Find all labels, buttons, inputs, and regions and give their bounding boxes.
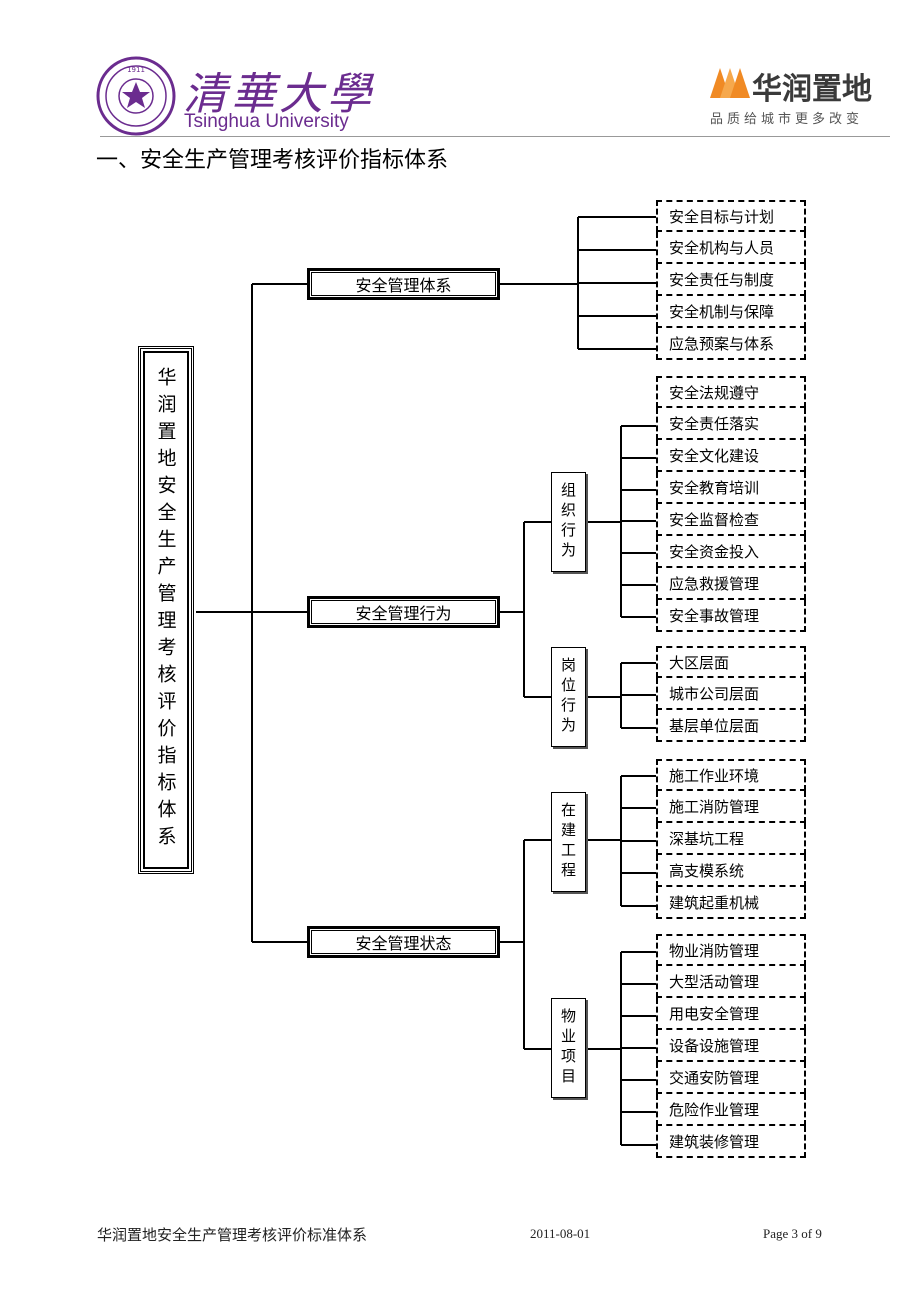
leaf-item: 危险作业管理 (656, 1094, 806, 1126)
node-post-behavior-label: 岗位行为 (559, 657, 577, 737)
leaf-item: 建筑起重机械 (656, 887, 806, 919)
company-slogan: 品质给城市更多改变 (710, 112, 864, 127)
node-system: 安全管理体系 (307, 268, 500, 300)
leaf-item: 安全责任落实 (656, 408, 806, 440)
node-behavior: 安全管理行为 (307, 596, 500, 628)
leaf-item: 施工作业环境 (656, 759, 806, 791)
node-org-behavior: 组织行为 (551, 472, 586, 572)
leaf-item: 安全教育培训 (656, 472, 806, 504)
leaf-item: 交通安防管理 (656, 1062, 806, 1094)
leaf-item: 施工消防管理 (656, 791, 806, 823)
leaf-item: 安全机制与保障 (656, 296, 806, 328)
leaf-item: 深基坑工程 (656, 823, 806, 855)
leaf-item: 大型活动管理 (656, 966, 806, 998)
header-divider (100, 136, 890, 137)
footer-title: 华润置地安全生产管理考核评价标准体系 (97, 1226, 368, 1244)
company-name: 华润置地 (752, 72, 872, 107)
leaf-item: 安全资金投入 (656, 536, 806, 568)
university-name-cn: 清華大學 (183, 69, 375, 120)
node-property: 物业项目 (551, 998, 586, 1098)
leaf-item: 建筑装修管理 (656, 1126, 806, 1158)
leaf-item: 安全机构与人员 (656, 232, 806, 264)
node-property-label: 物业项目 (559, 1008, 577, 1088)
leaf-item: 城市公司层面 (656, 678, 806, 710)
leaf-item: 物业消防管理 (656, 934, 806, 966)
leaf-item: 大区层面 (656, 646, 806, 678)
footer-date: 2011-08-01 (530, 1226, 591, 1241)
node-post-behavior: 岗位行为 (551, 647, 586, 747)
tsinghua-seal-logo: 1911 (96, 56, 176, 136)
section-title: 一、安全生产管理考核评价指标体系 (96, 148, 449, 173)
leaf-item: 安全法规遵守 (656, 376, 806, 408)
node-construction-label: 在建工程 (559, 802, 577, 882)
root-node: 华润置地安全生产管理考核评价指标体系 (138, 346, 194, 874)
leaf-item: 用电安全管理 (656, 998, 806, 1030)
footer-page-number: Page 3 of 9 (763, 1226, 822, 1241)
leaf-item: 基层单位层面 (656, 710, 806, 742)
leaf-item: 安全责任与制度 (656, 264, 806, 296)
leaf-item: 安全事故管理 (656, 600, 806, 632)
leaf-item: 应急救援管理 (656, 568, 806, 600)
node-org-behavior-label: 组织行为 (559, 482, 577, 562)
leaf-item: 高支模系统 (656, 855, 806, 887)
china-resources-land-logo (710, 68, 750, 98)
leaf-item: 安全监督检查 (656, 504, 806, 536)
leaf-item: 应急预案与体系 (656, 328, 806, 360)
leaf-item: 设备设施管理 (656, 1030, 806, 1062)
leaf-item: 安全目标与计划 (656, 200, 806, 232)
leaf-item: 安全文化建设 (656, 440, 806, 472)
university-name-en: Tsinghua University (184, 111, 349, 132)
svg-text:1911: 1911 (127, 66, 145, 74)
root-node-label: 华润置地安全生产管理考核评价指标体系 (154, 367, 177, 853)
node-construction: 在建工程 (551, 792, 586, 892)
node-status: 安全管理状态 (307, 926, 500, 958)
